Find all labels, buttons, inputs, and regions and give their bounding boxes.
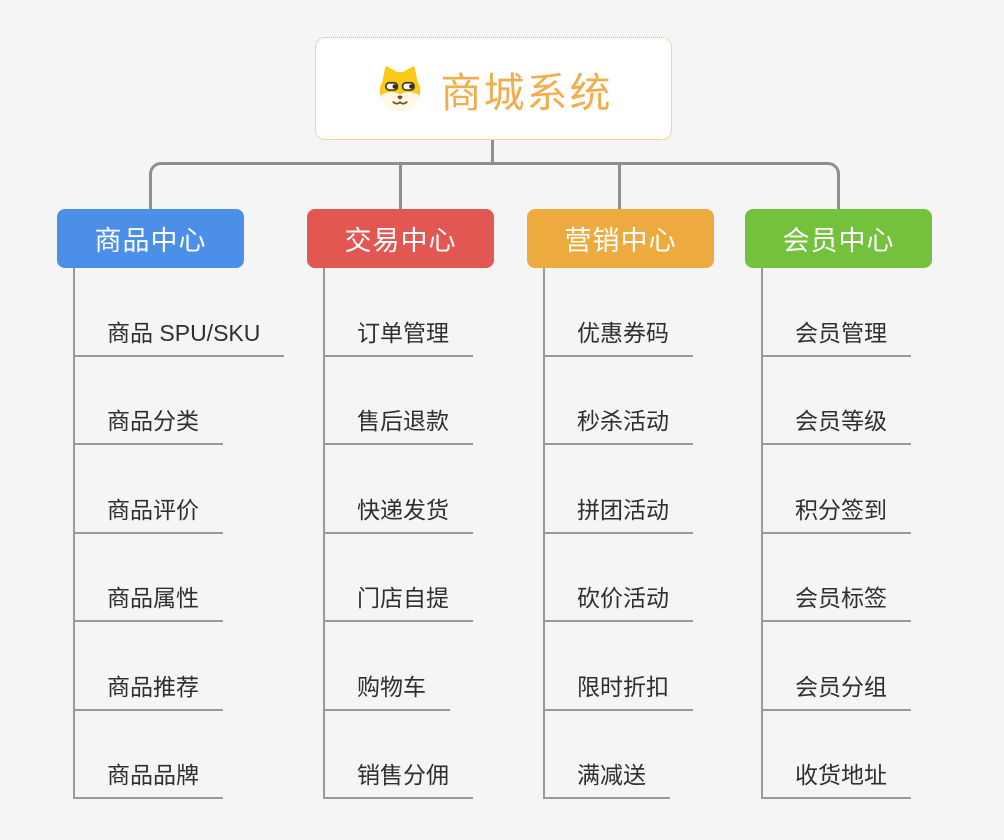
topic-item-label[interactable]: 秒杀活动: [545, 402, 693, 445]
branch-header[interactable]: 商品中心: [57, 209, 244, 268]
topic-item: 会员标签: [763, 534, 1003, 622]
topic-item: 商品品牌: [75, 711, 315, 799]
branch-items: 优惠券码 秒杀活动 拼团活动 砍价活动 限时折扣 满减送: [543, 268, 785, 799]
branch-product-center: 商品中心 商品 SPU/SKU 商品分类 商品评价 商品属性 商品推荐 商品品牌: [57, 209, 315, 799]
connector-root-stem: [491, 140, 494, 163]
topic-item: 限时折扣: [545, 622, 785, 711]
topic-item: 商品推荐: [75, 622, 315, 711]
branch-header[interactable]: 交易中心: [307, 209, 494, 268]
topic-item: 会员管理: [763, 268, 1003, 357]
topic-item-label[interactable]: 门店自提: [325, 579, 473, 622]
topic-item-label[interactable]: 购物车: [325, 668, 450, 711]
topic-item-label[interactable]: 积分签到: [763, 491, 911, 534]
topic-item-label[interactable]: 商品推荐: [75, 668, 223, 711]
topic-item: 秒杀活动: [545, 357, 785, 445]
topic-item-label[interactable]: 销售分佣: [325, 756, 473, 799]
topic-item-label[interactable]: 会员管理: [763, 314, 911, 357]
root-label: 商城系统: [440, 69, 613, 116]
topic-item: 订单管理: [325, 268, 565, 357]
branch-marketing-center: 营销中心 优惠券码 秒杀活动 拼团活动 砍价活动 限时折扣 满减送: [527, 209, 785, 799]
topic-item: 优惠券码: [545, 268, 785, 357]
topic-item: 门店自提: [325, 534, 565, 622]
root-node[interactable]: 商城系统: [315, 37, 672, 140]
topic-item-label[interactable]: 收货地址: [763, 756, 911, 799]
topic-item-label[interactable]: 商品分类: [75, 402, 223, 445]
topic-item: 售后退款: [325, 357, 565, 445]
topic-item: 商品 SPU/SKU: [75, 268, 315, 357]
topic-item-label[interactable]: 售后退款: [325, 402, 473, 445]
connector-drop-branch3: [618, 165, 621, 209]
topic-item-label[interactable]: 砍价活动: [545, 579, 693, 622]
topic-item: 收货地址: [763, 711, 1003, 799]
branch-trade-center: 交易中心 订单管理 售后退款 快递发货 门店自提 购物车 销售分佣: [307, 209, 565, 799]
topic-item: 会员等级: [763, 357, 1003, 445]
topic-item-label[interactable]: 满减送: [545, 756, 670, 799]
topic-item-label[interactable]: 会员等级: [763, 402, 911, 445]
topic-item: 砍价活动: [545, 534, 785, 622]
topic-item: 商品评价: [75, 445, 315, 534]
topic-item: 快递发货: [325, 445, 565, 534]
topic-item-label[interactable]: 商品评价: [75, 491, 223, 534]
branch-member-center: 会员中心 会员管理 会员等级 积分签到 会员标签 会员分组 收货地址: [745, 209, 1003, 799]
branch-header[interactable]: 会员中心: [745, 209, 932, 268]
topic-item: 满减送: [545, 711, 785, 799]
topic-item: 购物车: [325, 622, 565, 711]
topic-item-label[interactable]: 优惠券码: [545, 314, 693, 357]
topic-item: 拼团活动: [545, 445, 785, 534]
topic-item-label[interactable]: 商品属性: [75, 579, 223, 622]
topic-item: 商品分类: [75, 357, 315, 445]
topic-item-label[interactable]: 会员标签: [763, 579, 911, 622]
topic-item-label[interactable]: 拼团活动: [545, 491, 693, 534]
topic-item-label[interactable]: 订单管理: [325, 314, 473, 357]
branch-header[interactable]: 营销中心: [527, 209, 714, 268]
topic-item: 商品属性: [75, 534, 315, 622]
topic-item: 销售分佣: [325, 711, 565, 799]
branch-items: 订单管理 售后退款 快递发货 门店自提 购物车 销售分佣: [323, 268, 565, 799]
topic-item-label[interactable]: 商品 SPU/SKU: [75, 314, 285, 357]
topic-item-label[interactable]: 快递发货: [325, 491, 473, 534]
shiba-dog-icon: [375, 64, 425, 114]
connector-bus: [149, 162, 840, 209]
branch-items: 商品 SPU/SKU 商品分类 商品评价 商品属性 商品推荐 商品品牌: [73, 268, 315, 799]
topic-item-label[interactable]: 会员分组: [763, 668, 911, 711]
topic-item-label[interactable]: 限时折扣: [545, 668, 693, 711]
topic-item: 会员分组: [763, 622, 1003, 711]
topic-item-label[interactable]: 商品品牌: [75, 756, 223, 799]
connector-drop-branch2: [399, 165, 402, 209]
topic-item: 积分签到: [763, 445, 1003, 534]
branch-items: 会员管理 会员等级 积分签到 会员标签 会员分组 收货地址: [761, 268, 1003, 799]
